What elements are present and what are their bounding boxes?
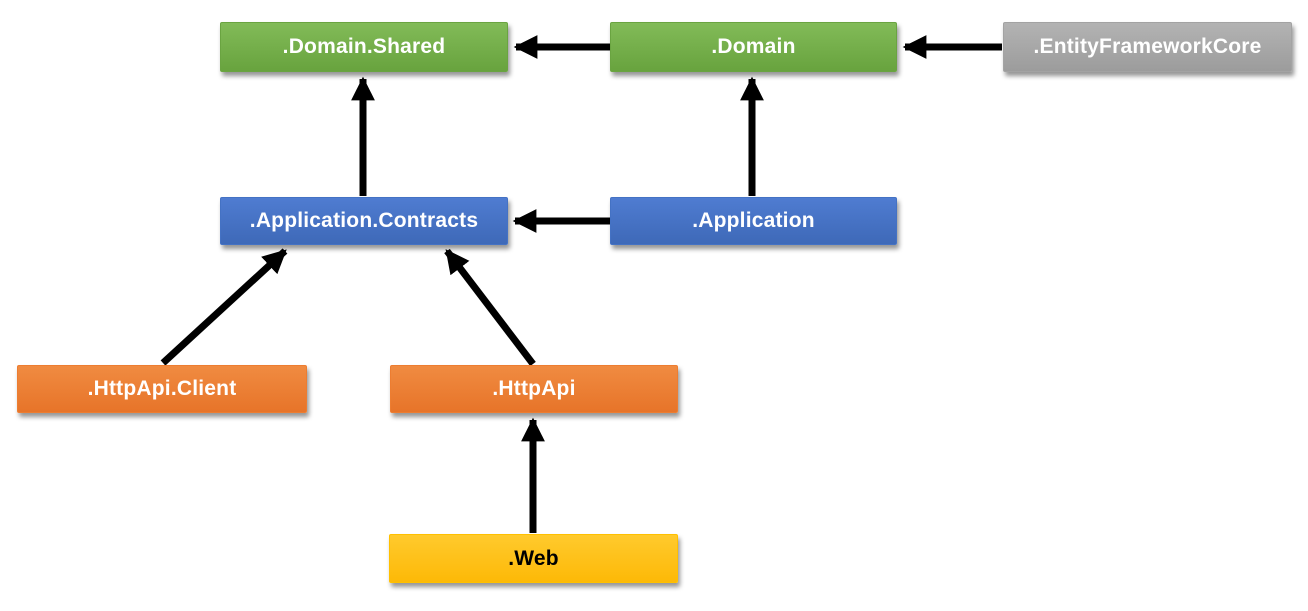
arrow-httpapi-client-to-app-contracts: [160, 248, 288, 366]
node-entityframeworkcore: .EntityFrameworkCore: [1003, 22, 1292, 72]
node-domain: .Domain: [610, 22, 897, 72]
node-httpapi: .HttpApi: [390, 365, 678, 413]
node-domain-label: .Domain: [711, 35, 796, 58]
node-httpapi-client: .HttpApi.Client: [17, 365, 307, 413]
arrow-httpapi-to-app-contracts: [444, 248, 536, 367]
node-application: .Application: [610, 197, 897, 245]
node-application-label: .Application: [692, 209, 815, 232]
node-web-label: .Web: [508, 546, 559, 570]
node-web: .Web: [389, 534, 678, 583]
node-application-contracts-label: .Application.Contracts: [249, 209, 479, 232]
node-httpapi-label: .HttpApi: [492, 377, 576, 400]
node-application-contracts: .Application.Contracts: [220, 197, 508, 245]
node-entityframeworkcore-label: .EntityFrameworkCore: [1033, 35, 1262, 58]
node-domain-shared: .Domain.Shared: [220, 22, 508, 72]
node-httpapi-client-label: .HttpApi.Client: [87, 377, 237, 400]
node-domain-shared-label: .Domain.Shared: [282, 35, 446, 58]
